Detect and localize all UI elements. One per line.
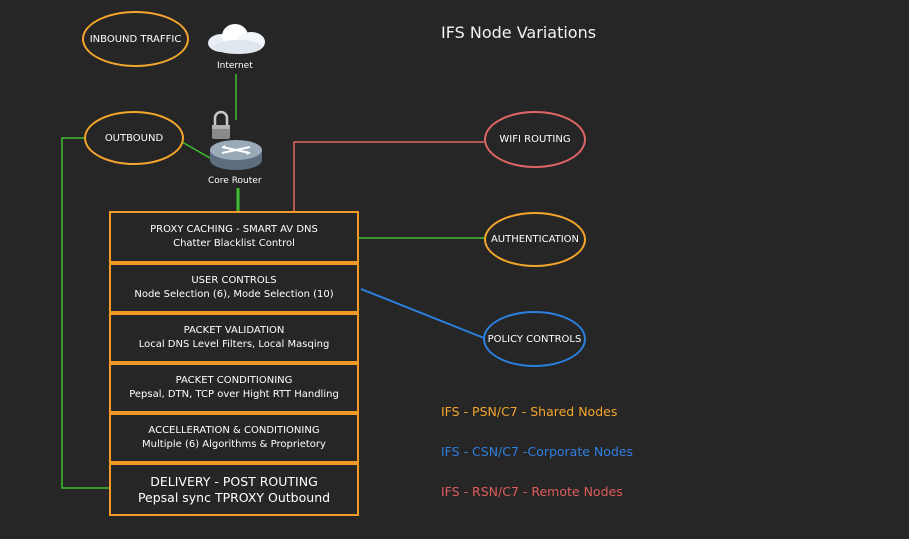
- delivery-layer: DELIVERY - POST ROUTING Pepsal sync TPRO…: [109, 463, 359, 516]
- layer-title: PACKET VALIDATION: [183, 325, 285, 336]
- user-controls-layer: USER CONTROLS Node Selection (6), Mode S…: [109, 263, 359, 313]
- cloud-icon: [208, 24, 265, 54]
- wifi-routing-link: [293, 141, 484, 212]
- layer-detail: Node Selection (6), Mode Selection (10): [134, 289, 334, 300]
- layer-detail: Chatter Blacklist Control: [173, 238, 295, 249]
- policy-controls-node: POLICY CONTROLS: [483, 311, 586, 367]
- outbound-node: OUTBOUND: [84, 111, 184, 165]
- outbound-loop-link: [61, 137, 109, 489]
- layer-title: ACCELLERATION & CONDITIONING: [148, 425, 320, 436]
- wifi-routing-node: WIFI ROUTING: [484, 111, 586, 168]
- core-router-label: Core Router: [208, 176, 262, 186]
- layer-title: USER CONTROLS: [191, 275, 277, 286]
- layer-title: PACKET CONDITIONING: [175, 375, 293, 386]
- layer-detail: Pepsal, DTN, TCP over Hight RTT Handling: [129, 389, 339, 400]
- packet-validation-layer: PACKET VALIDATION Local DNS Level Filter…: [109, 313, 359, 363]
- legend-shared-nodes: IFS - PSN/C7 - Shared Nodes: [441, 404, 618, 419]
- layer-title: DELIVERY - POST ROUTING: [150, 473, 318, 489]
- layer-detail: Pepsal sync TPROXY Outbound: [137, 489, 331, 505]
- authentication-node: AUTHENTICATION: [484, 212, 586, 267]
- lock-icon: [212, 110, 230, 139]
- legend-corporate-nodes: IFS - CSN/C7 -Corporate Nodes: [441, 444, 634, 459]
- inbound-traffic-node: INBOUND TRAFFIC: [82, 11, 189, 67]
- acceleration-conditioning-layer: ACCELLERATION & CONDITIONING Multiple (6…: [109, 413, 359, 463]
- layer-detail: Local DNS Level Filters, Local Masqing: [138, 339, 330, 350]
- router-icon: [210, 140, 262, 170]
- layer-title: PROXY CACHING - SMART AV DNS: [150, 224, 318, 235]
- policy-controls-link: [360, 288, 485, 339]
- packet-conditioning-layer: PACKET CONDITIONING Pepsal, DTN, TCP ove…: [109, 363, 359, 413]
- outbound-router-link: [181, 141, 211, 159]
- internet-label: Internet: [217, 61, 253, 71]
- legend-remote-nodes: IFS - RSN/C7 - Remote Nodes: [441, 484, 623, 499]
- layer-detail: Multiple (6) Algorithms & Proprietory: [142, 439, 326, 450]
- proxy-caching-layer: PROXY CACHING - SMART AV DNS Chatter Bla…: [109, 211, 359, 263]
- page-title: IFS Node Variations: [441, 23, 597, 42]
